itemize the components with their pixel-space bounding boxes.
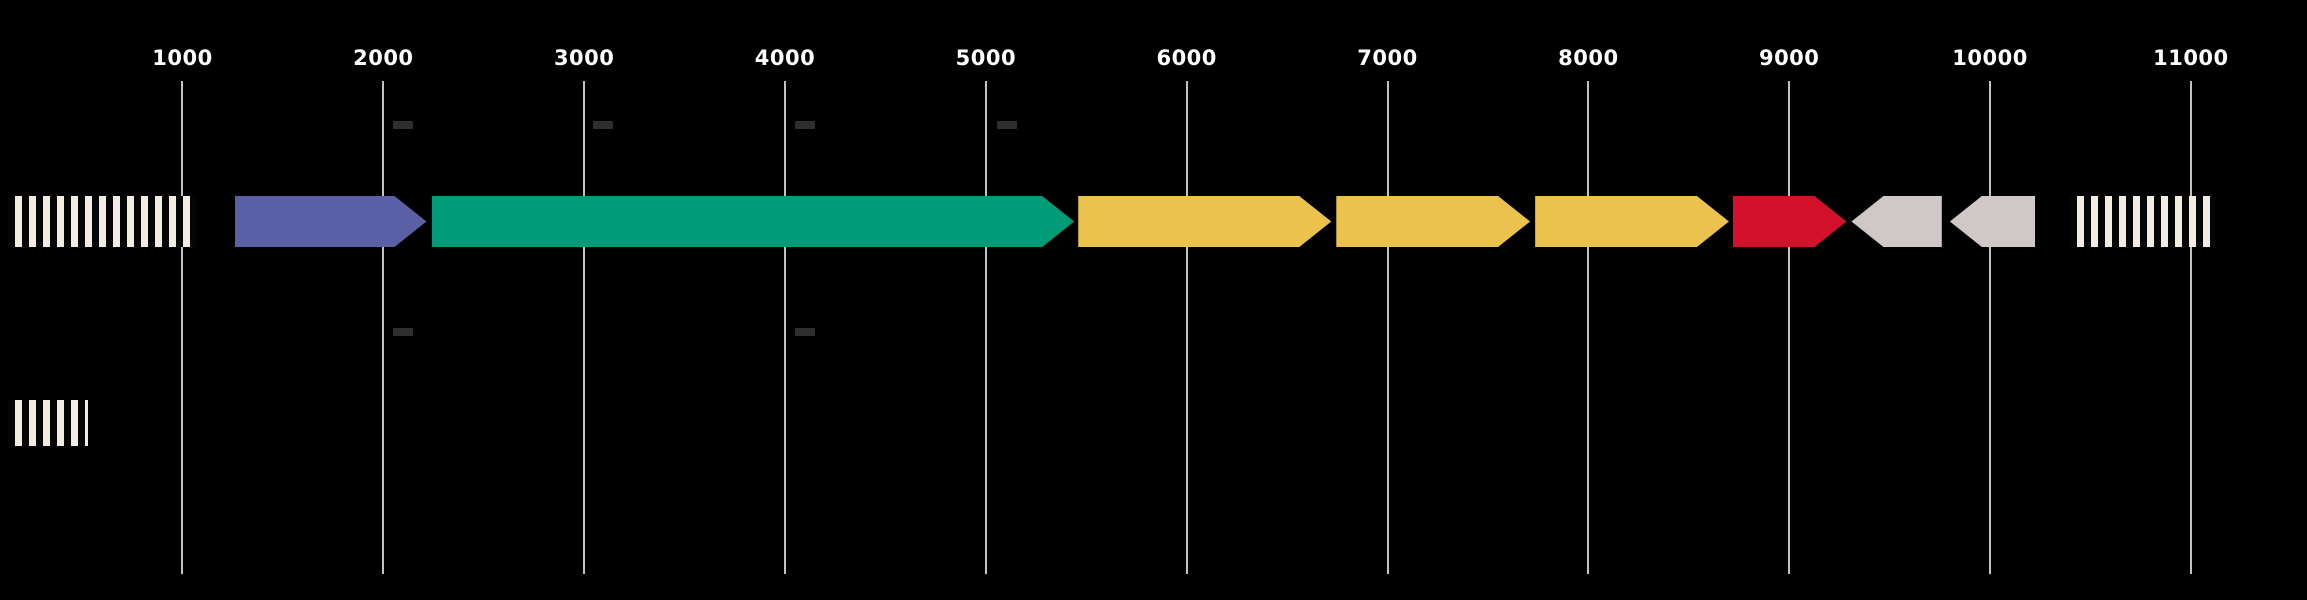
faint-label-mark <box>996 121 1017 129</box>
axis-tick-label: 6000 <box>1156 46 1217 70</box>
axis-gridline <box>1386 81 1389 574</box>
gene-arrow <box>431 196 1075 247</box>
axis-gridline <box>1185 81 1188 574</box>
faint-label-mark <box>795 121 816 129</box>
axis-gridline <box>2189 81 2192 574</box>
axis-gridline <box>1788 81 1791 574</box>
hatched-contig-edge <box>7 400 89 446</box>
gene-arrow <box>1732 196 1847 247</box>
gene-arrow <box>1949 196 2036 247</box>
axis-gridline <box>1587 81 1590 574</box>
axis-tick-label: 11000 <box>2153 46 2229 70</box>
axis-tick-label: 5000 <box>955 46 1017 70</box>
axis-tick-label: 3000 <box>553 46 615 70</box>
gene-arrow <box>1851 196 1942 247</box>
hatched-contig-edge <box>2070 196 2215 247</box>
axis-tick-label: 1000 <box>152 46 213 70</box>
axis-tick-label: 7000 <box>1357 46 1418 70</box>
axis-gridline <box>181 81 184 574</box>
axis-tick-label: 2000 <box>353 46 414 70</box>
faint-label-mark <box>593 121 614 129</box>
gene-arrow <box>1535 196 1729 247</box>
faint-label-mark <box>393 328 414 336</box>
gene-arrow <box>1078 196 1332 247</box>
gene-arrow <box>1336 196 1531 247</box>
axis-tick-label: 4000 <box>754 46 816 70</box>
faint-label-mark <box>795 328 816 336</box>
hatched-contig-edge <box>7 196 196 247</box>
axis-gridline <box>984 81 987 574</box>
axis-tick-label: 10000 <box>1952 46 2028 70</box>
faint-label-mark <box>393 121 414 129</box>
axis-gridline <box>583 81 586 574</box>
axis-gridline <box>1989 81 1992 574</box>
axis-gridline <box>784 81 786 574</box>
axis-tick-label: 9000 <box>1758 46 1820 70</box>
gene-arrow <box>234 196 427 247</box>
axis-gridline <box>382 81 385 574</box>
axis-tick-label: 8000 <box>1558 46 1619 70</box>
